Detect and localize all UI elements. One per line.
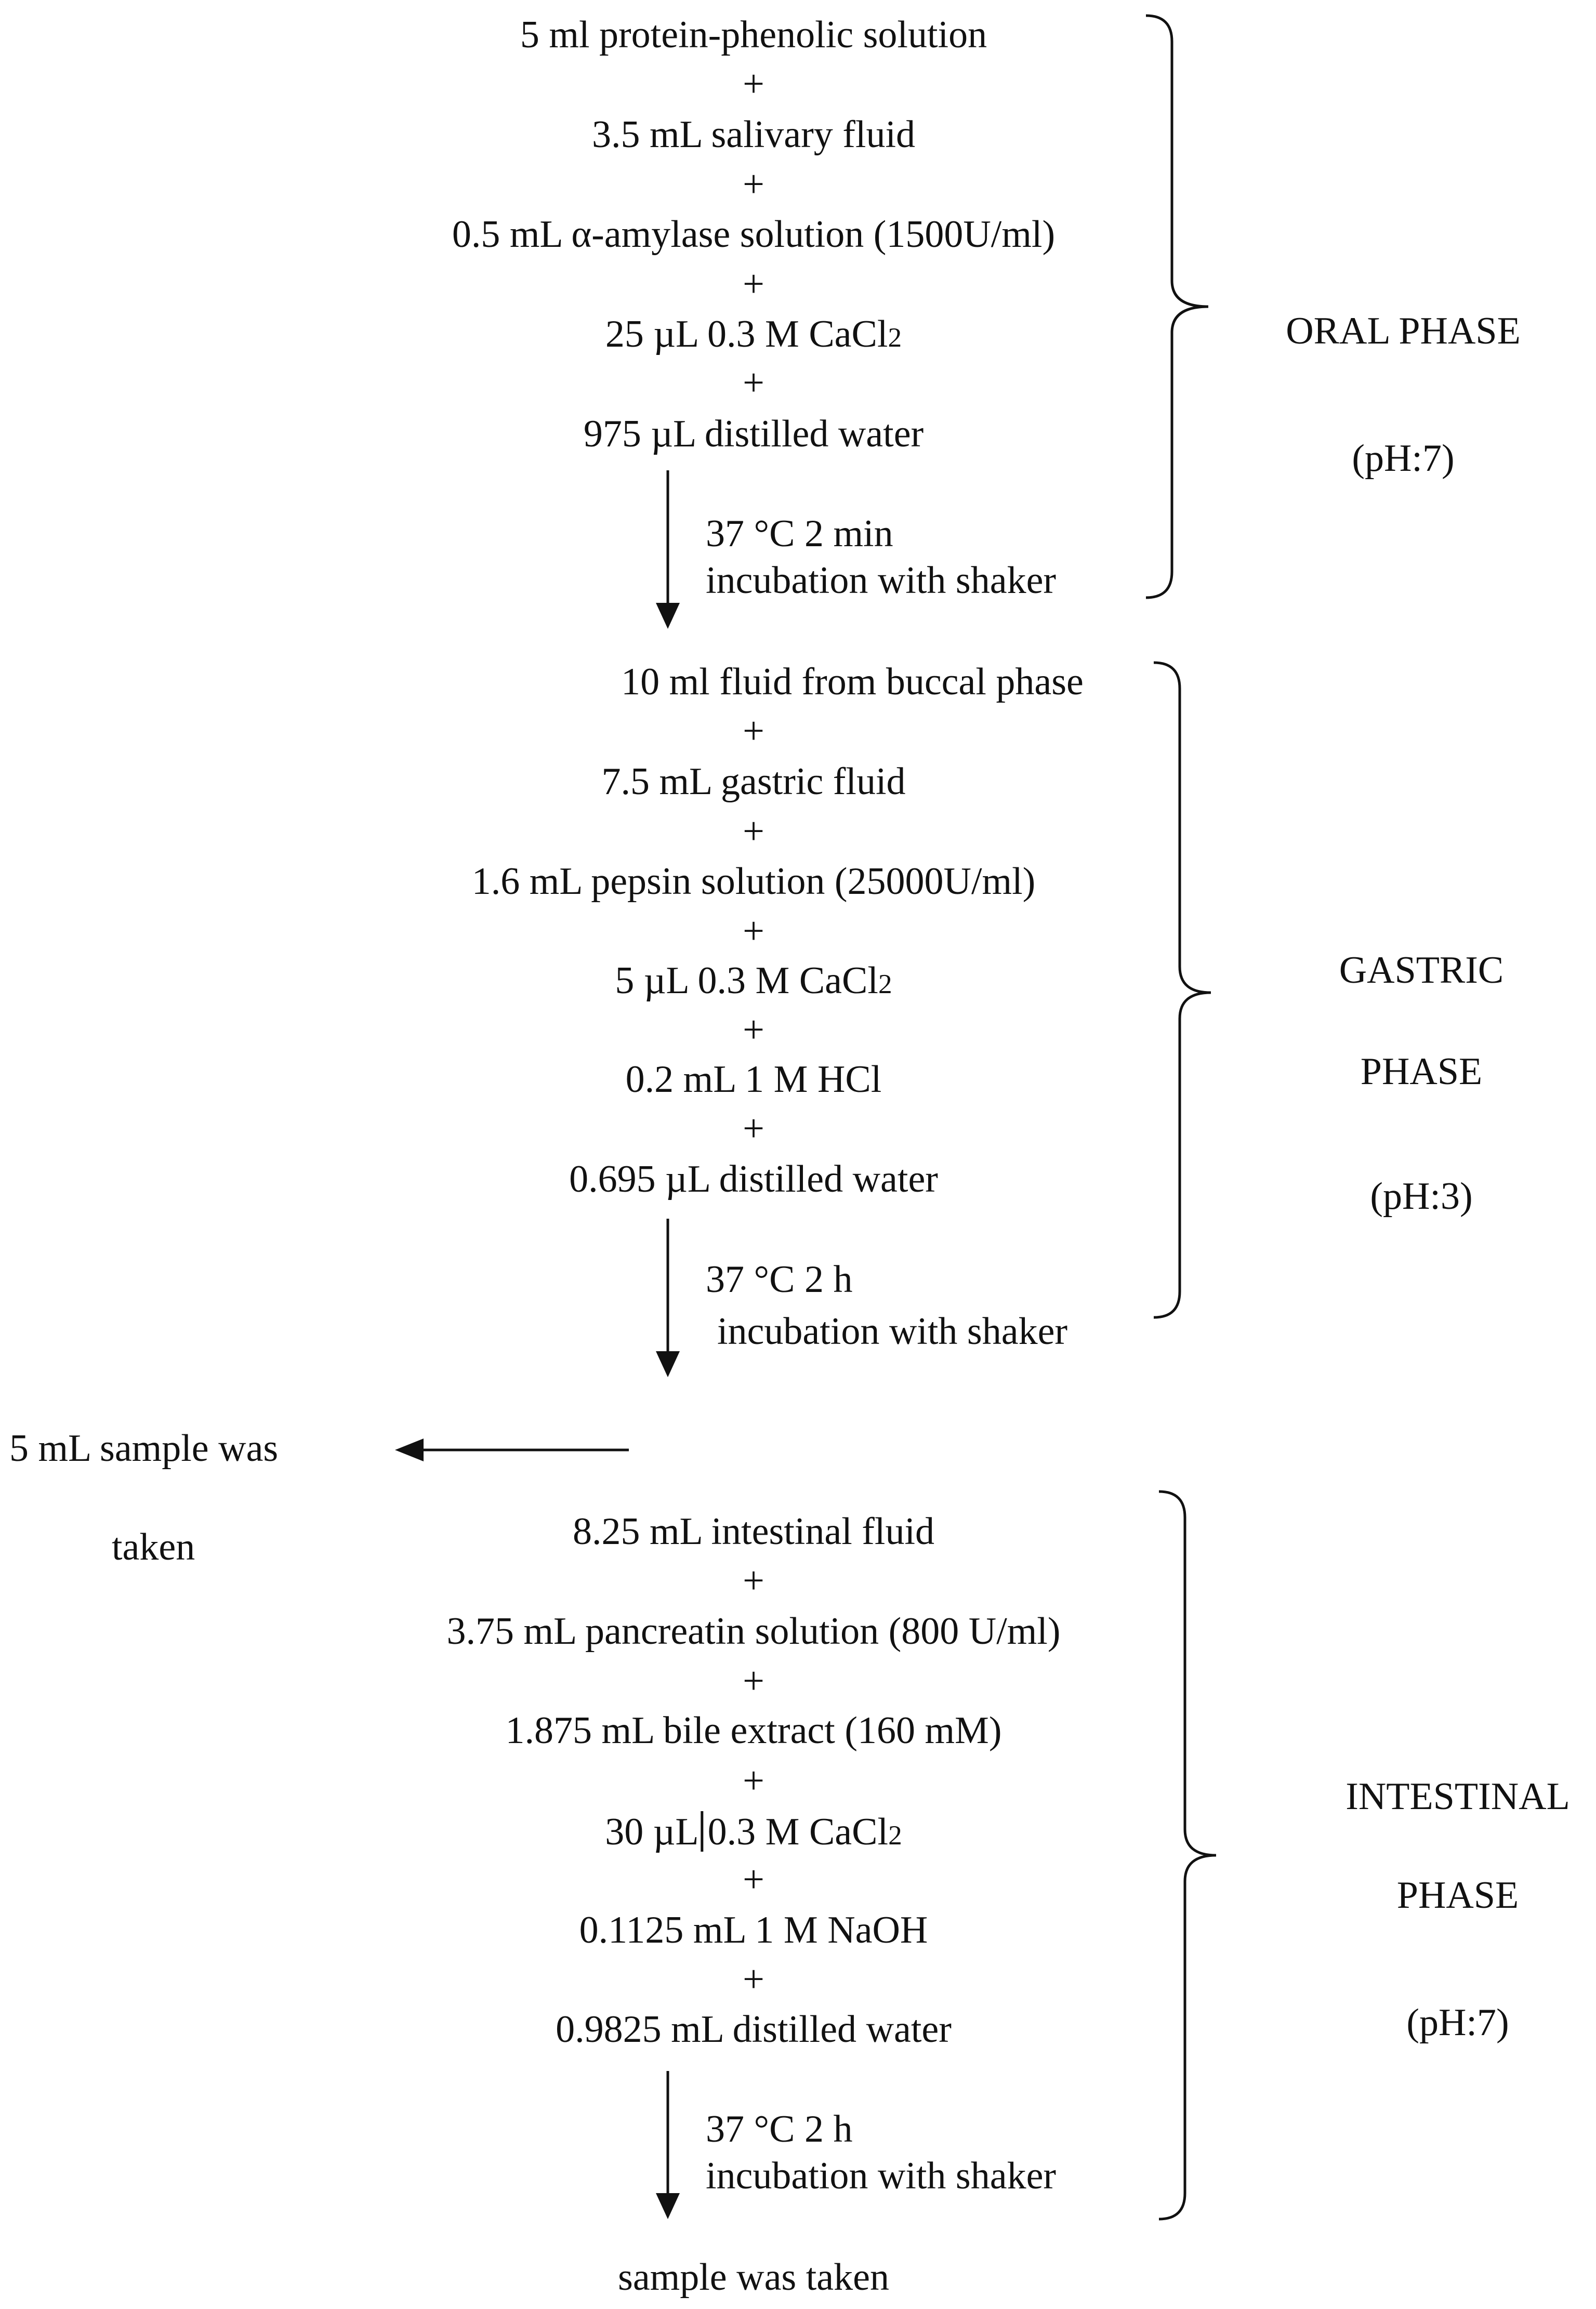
plus-sign: + [743, 163, 764, 206]
plus-sign: + [743, 1858, 764, 1901]
oral-step-3: 0.5 mL α-amylase solution (1500U/ml) [452, 213, 1056, 256]
plus-sign: + [743, 710, 764, 753]
plus-sign: + [743, 362, 764, 404]
sample-taken-label: taken [112, 1526, 195, 1568]
intestinal-brace-icon [1158, 1490, 1217, 2221]
plus-sign: + [743, 263, 764, 306]
sample-taken-label: 5 mL sample was [9, 1427, 279, 1470]
oral-step-4: 25 µL 0.3 M CaCl2 [605, 313, 902, 355]
final-sample-label: sample was taken [618, 2256, 889, 2299]
gastric-step-5: 0.2 mL 1 M HCl [625, 1058, 882, 1101]
plus-sign: + [743, 63, 764, 105]
down-arrow-icon [656, 2071, 680, 2219]
gastric-step-2: 7.5 mL gastric fluid [601, 760, 906, 803]
intestinal-step-3: 1.875 mL bile extract (160 mM) [505, 1709, 1002, 1752]
intestinal-step-1: 8.25 mL intestinal fluid [572, 1510, 935, 1553]
oral-incubation-temp: 37 °C 2 min [706, 512, 893, 555]
gastric-brace-icon [1153, 661, 1211, 1319]
intestinal-ph: (pH:7) [1406, 2001, 1509, 2044]
intestinal-incubation-temp: 37 °C 2 h [706, 2108, 853, 2150]
plus-sign: + [743, 1560, 764, 1602]
plus-sign: + [743, 1107, 764, 1150]
plus-sign: + [743, 810, 764, 853]
plus-sign: + [743, 1958, 764, 2001]
gastric-step-6: 0.695 µL distilled water [569, 1158, 938, 1200]
gastric-ph: (pH:3) [1370, 1175, 1473, 1218]
gastric-step-3: 1.6 mL pepsin solution (25000U/ml) [471, 860, 1036, 903]
gastric-incubation-temp: 37 °C 2 h [706, 1258, 853, 1301]
text-cursor [701, 1811, 704, 1852]
oral-step-1: 5 ml protein-phenolic solution [520, 14, 987, 56]
intestinal-step-6: 0.9825 mL distilled water [556, 2008, 952, 2051]
plus-sign: + [743, 1009, 764, 1051]
gastric-step-1: 10 ml fluid from buccal phase [621, 661, 1084, 703]
down-arrow-icon [656, 1219, 680, 1377]
gastric-phase-label: PHASE [1360, 1050, 1483, 1093]
gastric-step-4: 5 µL 0.3 M CaCl2 [615, 959, 892, 1002]
oral-brace-icon [1145, 14, 1209, 599]
oral-ph: (pH:7) [1352, 437, 1455, 480]
intestinal-step-2: 3.75 mL pancreatin solution (800 U/ml) [446, 1610, 1061, 1653]
left-arrow-icon [395, 1439, 629, 1461]
gastric-phase-label: GASTRIC [1339, 949, 1504, 992]
intestinal-step-5: 0.1125 mL 1 M NaOH [579, 1909, 928, 1951]
down-arrow-icon [656, 470, 680, 629]
oral-step-2: 3.5 mL salivary fluid [591, 113, 916, 156]
intestinal-phase-label: INTESTINAL [1346, 1775, 1570, 1818]
oral-phase-label: ORAL PHASE [1286, 310, 1521, 352]
plus-sign: + [743, 910, 764, 953]
plus-sign: + [743, 1660, 764, 1703]
intestinal-incubation-text: incubation with shaker [706, 2155, 1057, 2197]
oral-incubation-text: incubation with shaker [706, 559, 1057, 602]
plus-sign: + [743, 1760, 764, 1802]
oral-step-5: 975 µL distilled water [583, 413, 924, 455]
intestinal-phase-label: PHASE [1396, 1874, 1519, 1917]
gastric-incubation-text: incubation with shaker [717, 1310, 1068, 1353]
